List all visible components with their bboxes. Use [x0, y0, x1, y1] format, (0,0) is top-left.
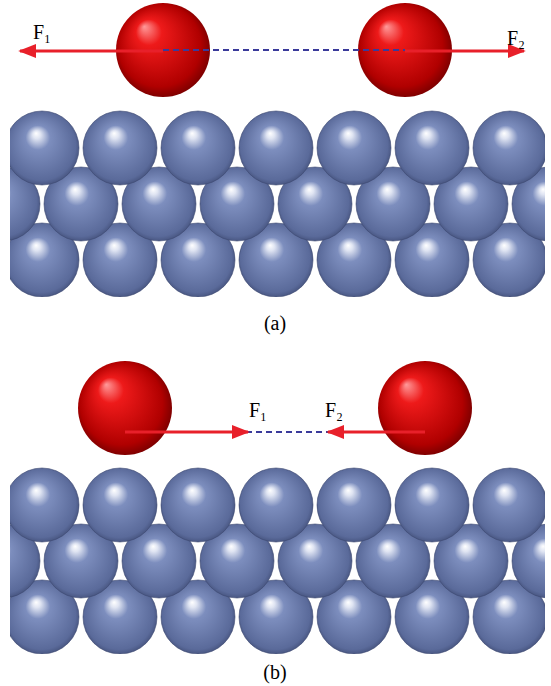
substrate-atom	[10, 111, 79, 185]
substrate-atom	[395, 111, 469, 185]
bond-line	[246, 431, 330, 433]
substrate-atom	[239, 468, 313, 542]
substrate-atom	[473, 468, 545, 542]
substrate-atom	[83, 468, 157, 542]
surface-slab	[10, 468, 545, 654]
force-arrow	[125, 431, 248, 434]
substrate-atom	[161, 468, 235, 542]
substrate-atom	[395, 468, 469, 542]
force-label: F₁	[249, 400, 267, 420]
force-label: F₂	[325, 400, 343, 420]
bond-line	[163, 49, 405, 51]
substrate-atom	[83, 111, 157, 185]
force-arrow	[328, 431, 425, 434]
force-label: F₁	[33, 22, 51, 42]
substrate-atom	[317, 468, 391, 542]
force-arrow	[405, 50, 524, 53]
force-label: F₂	[507, 28, 525, 48]
adatom	[78, 361, 172, 455]
substrate-atom	[317, 111, 391, 185]
panel-label: (b)	[263, 662, 286, 682]
force-arrow	[20, 50, 163, 53]
panel-label: (a)	[264, 313, 286, 333]
substrate-atom	[10, 468, 79, 542]
substrate-atom	[473, 111, 545, 185]
adatom	[378, 361, 472, 455]
substrate-atom	[161, 111, 235, 185]
surface-slab	[10, 111, 545, 297]
substrate-atom	[239, 111, 313, 185]
